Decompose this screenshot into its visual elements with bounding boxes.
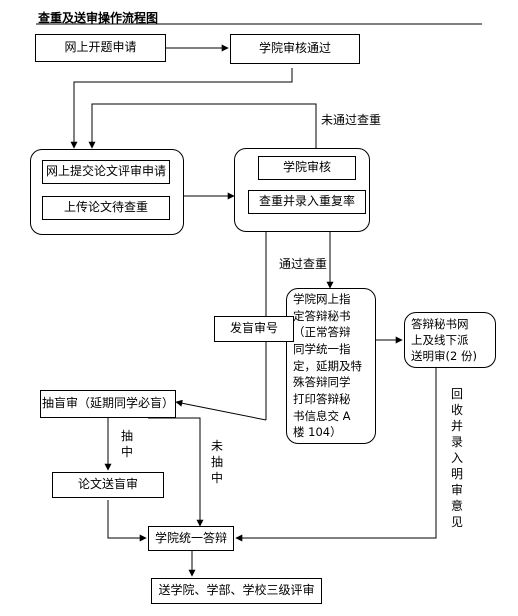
node-issue-blind-number: 发盲审号: [214, 316, 294, 342]
node-three-level-review: 送学院、学部、学校三级评审: [151, 578, 322, 604]
node-secretary-send: 答辩秘书网 上及线下派 送明审(2 份): [404, 312, 496, 368]
arrow-return-opinion: [235, 366, 437, 542]
node-college-review: 学院审核: [258, 156, 356, 180]
node-unified-defense: 学院统一答辩: [148, 526, 234, 551]
node-assign-secretary: 学院网上指 定答辩秘书 （正常答辩 同学统一指 定，延期及特 殊答辩同学 打印答…: [286, 288, 376, 444]
node-check-duplication-rate: 查重并录入重复率: [248, 190, 366, 214]
node-blind-selection: 抽盲审（延期同学必盲）: [40, 390, 176, 418]
flowchart-title: 查重及送审操作流程图: [38, 11, 159, 25]
arrow-approval-to-submit: [70, 68, 293, 149]
arrow-not-selected: [148, 417, 204, 527]
node-blind-review-send: 论文送盲审: [52, 472, 164, 498]
arrow-blind-to-defense: [107, 500, 147, 542]
label-return-opinion: 回 收 并 录 入 明 审 意 见: [450, 387, 463, 529]
label-pass-check: 通过查重: [279, 257, 328, 271]
arrow-to-blind-selection: [175, 399, 267, 421]
arrow-not-passed-loop: [88, 103, 317, 149]
node-submit-thesis-review: 网上提交论文评审申请: [42, 160, 170, 184]
node-college-review-pass: 学院审核通过: [230, 34, 360, 64]
label-not-pass-check: 未通过查重: [321, 113, 382, 127]
label-selected: 抽 中: [120, 429, 133, 459]
node-online-proposal: 网上开题申请: [35, 34, 166, 62]
label-not-selected: 未 抽 中: [210, 439, 223, 485]
node-upload-thesis-check: 上传论文待查重: [42, 196, 170, 220]
